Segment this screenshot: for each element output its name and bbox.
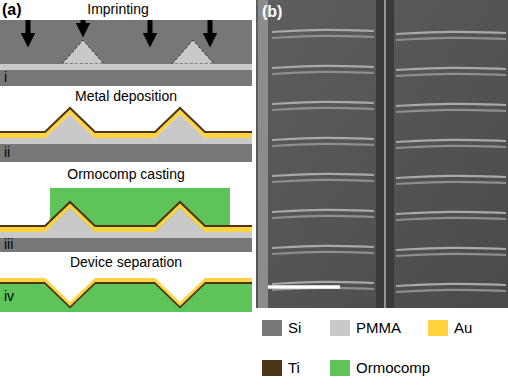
sem-rib	[396, 140, 506, 142]
sem-groove-edge	[384, 0, 386, 308]
legend-swatch	[428, 320, 448, 336]
sem-rib	[396, 74, 506, 76]
au-layer	[0, 109, 252, 138]
pmma-layer	[0, 208, 252, 238]
si-stamp	[0, 20, 252, 64]
sem-rib	[396, 104, 506, 106]
sem-rib	[396, 254, 506, 256]
au-layer	[0, 278, 252, 306]
legend-swatch	[330, 320, 350, 336]
sem-rib	[396, 284, 506, 286]
sem-rib	[272, 138, 374, 140]
sem-rib	[272, 282, 374, 284]
sem-rib	[396, 212, 506, 214]
sem-rib	[272, 102, 374, 104]
si-substrate	[0, 238, 252, 252]
press-arrow	[148, 20, 153, 40]
sem-rib	[272, 216, 374, 218]
panel-imprinting	[0, 20, 252, 86]
press-arrow	[81, 20, 86, 30]
au-layer	[0, 203, 252, 232]
panel-metal-deposition	[0, 108, 252, 162]
sem-micrograph	[256, 0, 508, 308]
panel-letter: (a)	[2, 1, 22, 19]
step-numeral: ii	[4, 144, 10, 160]
legend-label: Ti	[288, 359, 300, 377]
legend-label: Ormocomp	[356, 359, 430, 377]
step-numeral: iii	[4, 236, 13, 252]
sem-background	[256, 0, 508, 308]
legend-swatch	[262, 320, 282, 336]
scale-bar	[268, 285, 340, 289]
pmma-layer	[0, 64, 252, 70]
press-arrow	[26, 20, 31, 40]
sem-rib	[396, 32, 506, 34]
step-title: Ormocomp casting	[67, 166, 184, 182]
sem-rib	[272, 66, 374, 68]
step-numeral: iv	[4, 288, 14, 304]
step-numeral: i	[4, 69, 7, 85]
sem-rib	[272, 252, 374, 254]
sem-ribs	[272, 30, 506, 292]
legend-swatch	[330, 360, 350, 376]
sem-rib	[396, 38, 506, 40]
pmma-ridge	[62, 40, 104, 64]
sem-edge	[258, 0, 268, 308]
step-title: Metal deposition	[75, 88, 177, 104]
pmma-layer	[0, 114, 252, 144]
sem-rib	[272, 174, 374, 176]
sem-rib	[396, 110, 506, 112]
sem-groove	[376, 0, 394, 308]
sem-rib	[272, 30, 374, 32]
ormocomp-device	[0, 283, 252, 312]
ti-layer	[0, 202, 252, 226]
panel-ormocomp-casting	[0, 188, 252, 252]
legend-label: Si	[288, 319, 301, 337]
si-substrate	[0, 144, 252, 162]
sem-rib	[396, 290, 506, 292]
sem-rib	[272, 246, 374, 248]
sem-rib	[396, 176, 506, 178]
sem-rib	[396, 218, 506, 220]
sem-rib	[396, 248, 506, 250]
sem-rib	[396, 146, 506, 148]
sem-rib	[396, 182, 506, 184]
step-title: Device separation	[70, 254, 182, 270]
legend-label: PMMA	[356, 319, 401, 337]
si-substrate	[0, 70, 252, 86]
ti-layer	[0, 108, 252, 132]
sem-rib	[272, 144, 374, 146]
panel-letter: (b)	[262, 3, 282, 21]
panel-device-separation	[0, 278, 252, 312]
sem-rib	[272, 36, 374, 38]
ti-layer	[0, 283, 252, 307]
press-arrow	[208, 20, 213, 40]
legend-swatch	[262, 360, 282, 376]
pmma-ridge	[172, 40, 214, 64]
sem-rib	[272, 210, 374, 212]
sem-rib	[272, 72, 374, 74]
legend-label: Au	[454, 319, 472, 337]
sem-rib	[396, 68, 506, 70]
sem-rib	[272, 108, 374, 110]
sem-rib	[272, 180, 374, 182]
step-title: Imprinting	[87, 1, 148, 17]
